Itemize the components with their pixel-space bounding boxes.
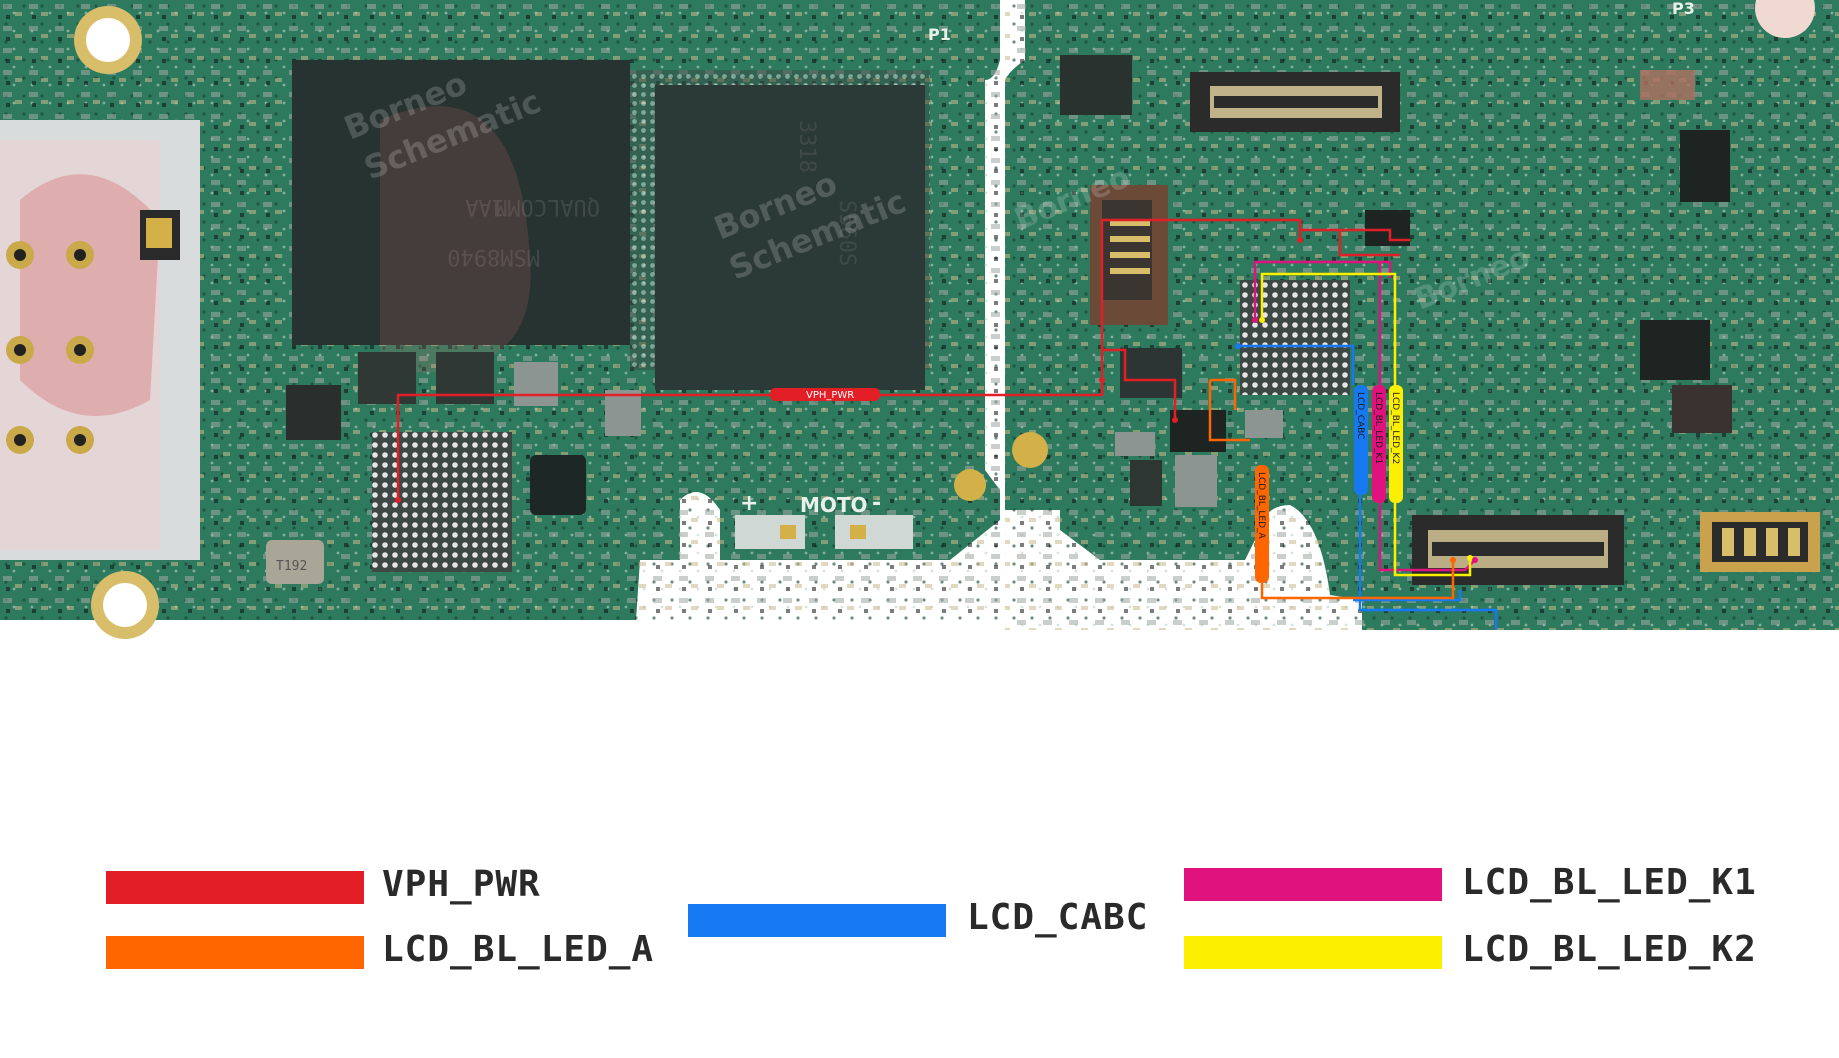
legend-label-lcd-cabc: LCD_CABC bbox=[967, 897, 1149, 938]
cpu-label-line3: 1AA bbox=[465, 194, 505, 219]
backlight-ic-bga bbox=[1240, 280, 1350, 395]
battery-minus-label: - bbox=[872, 491, 881, 516]
sim-card-slot bbox=[0, 120, 200, 560]
legend-label-lcd-bl-led-k2: LCD_BL_LED_K2 bbox=[1462, 929, 1757, 970]
bottom-fpc-connector bbox=[1412, 515, 1624, 585]
crystal-label: T192 bbox=[276, 559, 307, 574]
memory-label-line2: 3318 bbox=[794, 120, 819, 173]
pcb-board-image: QUALCOMM MSM8940 1AA S560S 3318 T192 + M… bbox=[0, 0, 1839, 639]
memory-label-line1: S560S bbox=[834, 200, 859, 266]
cpu-label-line2: MSM8940 bbox=[447, 244, 540, 269]
tag-lcd-bl-led-k2-text: LCD_BL_LED_K2 bbox=[1390, 392, 1400, 464]
mount-hole-right bbox=[1755, 0, 1815, 38]
connector-p3-label: P3 bbox=[1672, 0, 1695, 18]
tag-vph-pwr: VPH_PWR bbox=[770, 388, 880, 401]
legend-swatch-lcd-cabc bbox=[688, 904, 946, 937]
legend-swatch-lcd-bl-led-k2 bbox=[1184, 936, 1442, 969]
trace-vph-pwr bbox=[396, 218, 1410, 500]
battery-connector bbox=[1700, 512, 1820, 572]
cpu-chip: QUALCOMM MSM8940 1AA bbox=[292, 60, 630, 345]
trace-lcd-cabc bbox=[1238, 344, 1498, 630]
trace-junctions bbox=[395, 237, 1478, 563]
tag-lcd-bl-led-k1-text: LCD_BL_LED_K1 bbox=[1373, 392, 1383, 464]
tag-lcd-bl-led-k2: LCD_BL_LED_K2 bbox=[1389, 385, 1403, 503]
tag-lcd-bl-led-k1: LCD_BL_LED_K1 bbox=[1372, 385, 1386, 503]
legend-label-vph-pwr: VPH_PWR bbox=[382, 864, 541, 905]
legend-label-lcd-bl-led-k1: LCD_BL_LED_K1 bbox=[1462, 862, 1757, 903]
legend-swatch-lcd-bl-led-a bbox=[106, 936, 364, 969]
legend-swatch-lcd-bl-led-k1 bbox=[1184, 868, 1442, 901]
cpu-label-line1: QUALCOMM bbox=[494, 194, 600, 219]
legend-label-lcd-bl-led-a: LCD_BL_LED_A bbox=[382, 929, 655, 970]
tag-lcd-bl-led-a: LCD_BL_LED_A bbox=[1255, 465, 1269, 583]
top-fpc-connector bbox=[1190, 72, 1400, 132]
legend-swatch-vph-pwr bbox=[106, 871, 364, 904]
pmic-bga bbox=[372, 432, 512, 572]
battery-plus-label: + bbox=[740, 491, 758, 516]
memory-chip: S560S 3318 bbox=[630, 70, 930, 390]
tag-lcd-cabc-text: LCD_CABC bbox=[1355, 392, 1365, 439]
moto-label: MOTO bbox=[800, 493, 868, 517]
tag-lcd-bl-led-a-text: LCD_BL_LED_A bbox=[1256, 472, 1266, 540]
trace-lcd-bl-led-a bbox=[1208, 378, 1455, 600]
tag-vph-pwr-text: VPH_PWR bbox=[806, 390, 854, 401]
connector-p1-label: P1 bbox=[928, 25, 951, 44]
tag-lcd-cabc: LCD_CABC bbox=[1354, 385, 1368, 495]
